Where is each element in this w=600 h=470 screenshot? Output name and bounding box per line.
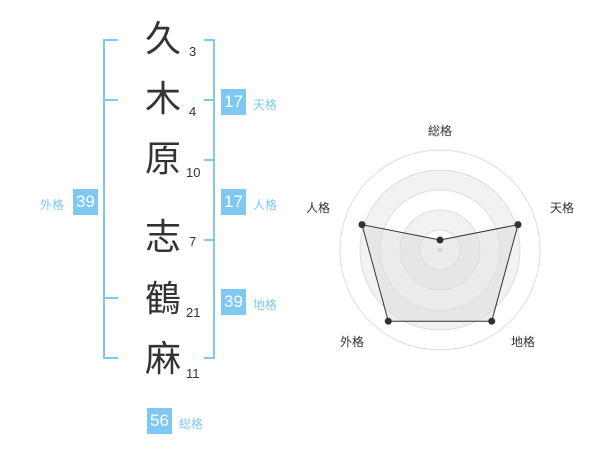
soukaku-label: 総格 [179,417,204,431]
name-char-3: 原 [144,139,181,180]
soukaku-value-badge: 56 [147,408,172,434]
stroke-count-4: 7 [189,234,197,249]
radar-axis-label-tenkaku: 天格 [550,200,574,215]
chikaku-bracket [204,239,215,359]
jinkaku-label: 人格 [253,198,278,212]
name-char-5: 鶴 [144,279,181,320]
tenkaku-label: 天格 [253,98,278,112]
radar-axis-label-jinkaku: 人格 [306,200,330,215]
name-char-4: 志 [144,217,181,258]
radar-point-5 [358,221,366,229]
jinkaku-value-badge: 17 [221,189,246,215]
name-char-6: 麻 [144,339,181,380]
stroke-count-3: 10 [186,165,201,180]
stroke-count-2: 4 [189,104,197,119]
name-char-1: 久 [144,19,181,60]
radar-axis-label-chikaku: 地格 [511,334,535,349]
radar-point-4 [384,317,392,325]
tenkaku-bracket [204,39,215,101]
radar-axis-label-gaikaku: 外格 [340,334,364,349]
tenkaku-value-badge: 17 [221,89,246,115]
radar-point-1 [436,236,444,244]
radar-series-area [361,224,519,322]
radar-axis-label-soukaku: 総格 [428,123,452,138]
stroke-count-6: 11 [186,366,200,381]
stroke-count-5: 21 [186,305,201,320]
chikaku-value-badge: 39 [221,289,246,315]
name-char-2: 木 [144,79,181,120]
chikaku-label: 地格 [253,298,278,312]
radar-points [358,221,522,325]
gaikaku-label: 外格 [40,198,65,212]
stroke-count-1: 3 [189,44,197,59]
gaikaku-bracket [103,39,118,359]
radar-point-3 [488,317,496,325]
gaikaku-value-badge: 39 [73,189,98,215]
tenkaku-bracket-base [204,100,215,161]
radar-point-2 [514,221,522,229]
